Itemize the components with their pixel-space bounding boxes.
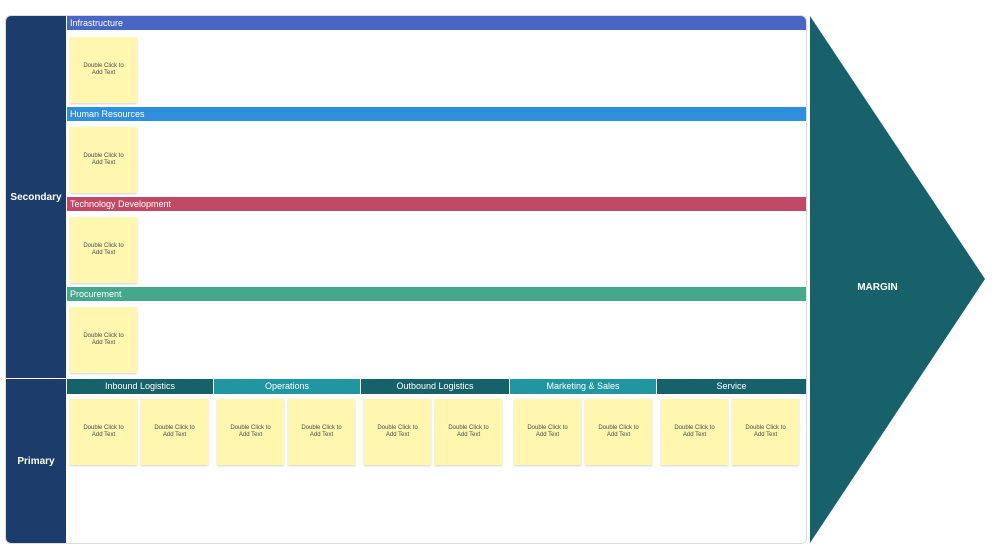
sticky-note[interactable]: Double Click to Add Text [70, 399, 137, 465]
sticky-note[interactable]: Double Click to Add Text [70, 307, 137, 373]
value-chain-frame: Secondary Primary Infrastructure Double … [6, 16, 806, 543]
primary-header-inbound-logistics[interactable]: Inbound Logistics [67, 379, 213, 394]
primary-header-service[interactable]: Service [657, 379, 806, 394]
sticky-note[interactable]: Double Click to Add Text [364, 399, 431, 465]
sticky-note[interactable]: Double Click to Add Text [661, 399, 728, 465]
band-header-technology-development[interactable]: Technology Development [67, 197, 806, 211]
band-header-human-resources[interactable]: Human Resources [67, 107, 806, 121]
band-body-human-resources: Double Click to Add Text [67, 121, 806, 197]
sticky-note[interactable]: Double Click to Add Text [70, 37, 137, 103]
sticky-note[interactable]: Double Click to Add Text [141, 399, 208, 465]
band-body-procurement: Double Click to Add Text [67, 301, 806, 378]
sticky-note[interactable]: Double Click to Add Text [217, 399, 284, 465]
sticky-note[interactable]: Double Click to Add Text [514, 399, 581, 465]
band-body-infrastructure: Double Click to Add Text [67, 30, 806, 106]
left-column: Secondary Primary [6, 16, 66, 543]
left-divider [6, 378, 66, 379]
secondary-activities-label: Secondary [10, 191, 62, 203]
margin-label: MARGIN [857, 282, 898, 293]
sticky-note[interactable]: Double Click to Add Text [732, 399, 799, 465]
primary-header-outbound-logistics[interactable]: Outbound Logistics [361, 379, 509, 394]
margin-arrow [810, 16, 985, 543]
sticky-note[interactable]: Double Click to Add Text [585, 399, 652, 465]
primary-header-operations[interactable]: Operations [214, 379, 360, 394]
sticky-note[interactable]: Double Click to Add Text [435, 399, 502, 465]
band-header-infrastructure[interactable]: Infrastructure [67, 16, 806, 30]
primary-header-marketing-sales[interactable]: Marketing & Sales [510, 379, 656, 394]
sticky-note[interactable]: Double Click to Add Text [288, 399, 355, 465]
sticky-note[interactable]: Double Click to Add Text [70, 217, 137, 283]
sticky-note[interactable]: Double Click to Add Text [70, 127, 137, 193]
margin-arrow-shape [810, 16, 985, 543]
band-header-procurement[interactable]: Procurement [67, 287, 806, 301]
primary-activities-label: Primary [17, 455, 55, 467]
band-body-technology-development: Double Click to Add Text [67, 211, 806, 287]
